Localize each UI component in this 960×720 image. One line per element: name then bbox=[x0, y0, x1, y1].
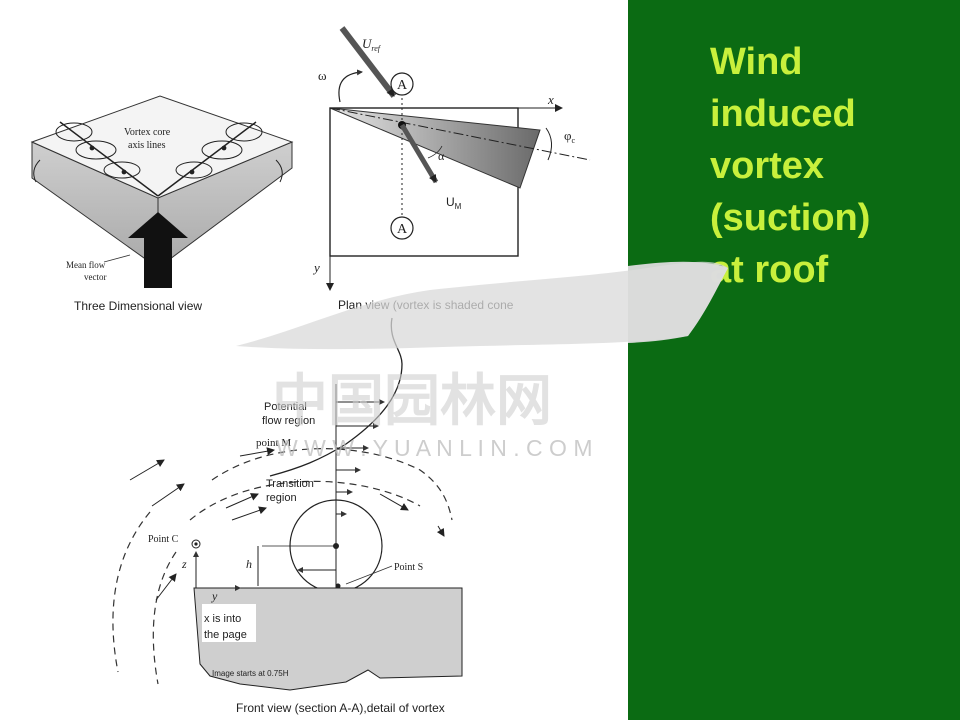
title-panel: Wind induced vortex (suction) at roof bbox=[628, 0, 960, 720]
plan-x-label: x bbox=[547, 92, 554, 107]
title-line: at roof bbox=[710, 249, 829, 291]
section-marker-top bbox=[390, 72, 414, 96]
point-c-label: Point C bbox=[148, 534, 179, 545]
alpha-label: α bbox=[438, 149, 445, 163]
u-ref-label: Uref bbox=[362, 36, 382, 53]
section-marker-bottom bbox=[390, 216, 414, 240]
front-view: Potential flow region point M Transition… bbox=[112, 317, 463, 715]
point-m-label: point M bbox=[256, 437, 291, 449]
point-s-label: Point S bbox=[394, 562, 423, 573]
three-dimensional-view: Vortex core axis lines Mean flow vector … bbox=[30, 95, 294, 313]
u-m-label: UM bbox=[446, 195, 462, 211]
title-line: induced bbox=[710, 93, 856, 135]
u-m-arrow bbox=[399, 123, 439, 184]
potential-flow-label: Potential flow region bbox=[262, 401, 315, 427]
plan-view-caption: Plan view (vortex is shaded cone bbox=[338, 298, 514, 312]
slide-title: Wind induced vortex (suction) at roof bbox=[710, 36, 950, 296]
y-label: y bbox=[211, 589, 218, 603]
front-view-caption: Front view (section A-A),detail of vorte… bbox=[236, 701, 445, 715]
transition-region-label: Transition region bbox=[266, 478, 317, 504]
vortex-diagram: Vortex core axis lines Mean flow vector … bbox=[30, 26, 591, 715]
vortex-figure: Vortex core axis lines Mean flow vector … bbox=[30, 26, 591, 715]
section-marker-top-label: A bbox=[397, 78, 408, 93]
h-label: h bbox=[246, 557, 252, 571]
vortex-axis-left bbox=[59, 121, 159, 197]
plan-y-label: y bbox=[312, 260, 320, 275]
vortex-axis-right bbox=[157, 121, 257, 197]
title-line: Wind bbox=[710, 41, 803, 83]
phi-label: φc bbox=[564, 128, 576, 145]
title-line: (suction) bbox=[710, 197, 871, 239]
title-line: vortex bbox=[710, 145, 825, 187]
z-label: z bbox=[181, 557, 187, 571]
image-start-note: Image starts at 0.75H bbox=[212, 669, 289, 678]
plan-view: A A Uref ω x y φc α UM Plan view (vortex… bbox=[312, 26, 591, 312]
roof-top bbox=[30, 95, 294, 199]
section-marker-bottom-label: A bbox=[397, 222, 408, 237]
u-ref-arrow bbox=[339, 26, 397, 98]
vortex-core-label: Vortex core axis lines bbox=[124, 127, 173, 151]
vortex-cone bbox=[329, 107, 541, 189]
mean-flow-label: Mean flow vector bbox=[66, 260, 108, 282]
omega-label: ω bbox=[318, 68, 327, 83]
mean-flow-arrow bbox=[128, 212, 188, 288]
x-into-page-note: x is into the page bbox=[204, 613, 247, 641]
building-section bbox=[193, 587, 463, 691]
three-d-view-caption: Three Dimensional view bbox=[74, 299, 202, 313]
